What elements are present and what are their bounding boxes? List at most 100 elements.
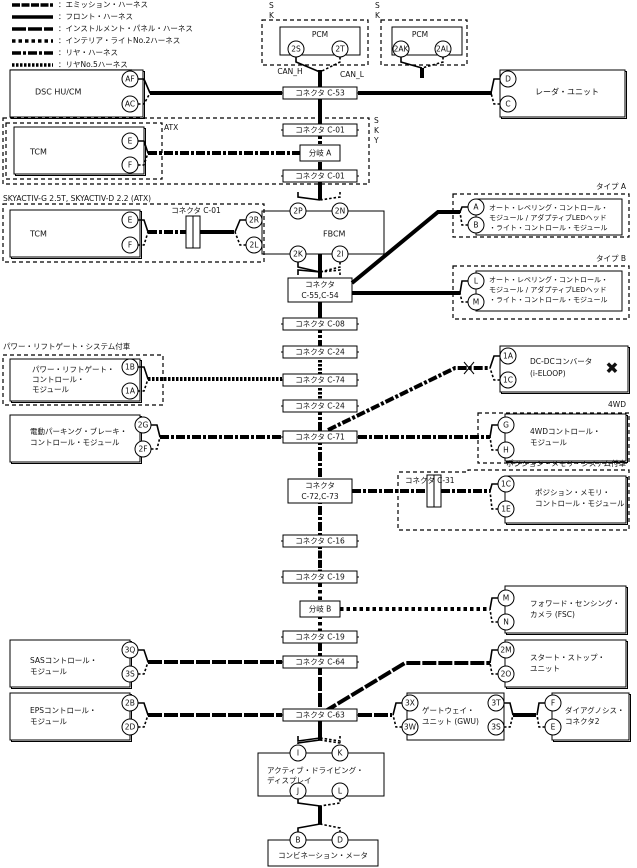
- connector-c19-upper: [282, 570, 358, 584]
- pin-meter-d: [331, 831, 349, 849]
- module-name-fbcm: FBCM: [323, 230, 346, 239]
- pin-label: M: [473, 298, 479, 307]
- module-power-liftgate: [9, 358, 141, 402]
- inline-connector-c01: [185, 215, 194, 249]
- connector-c19-lower: [282, 630, 358, 644]
- pin-label: 1A: [503, 352, 514, 361]
- pin-label: 2G: [138, 421, 149, 430]
- module-radar-unit: [499, 69, 626, 118]
- connector-c24-upper: [282, 345, 358, 359]
- connector-c63-label: コネクタ C-63: [295, 711, 345, 720]
- group-label-atx2: SKYACTIV-G 2.5T, SKYACTIV-D 2.2 (ATX): [3, 194, 151, 203]
- legend-label-interior: ：インテリア・ライトNo.2ハーネス: [58, 36, 180, 45]
- can-l-line: [319, 736, 341, 742]
- pin-label: I: [297, 749, 299, 758]
- module-name-ssu: スタート・ストップ・: [530, 653, 605, 662]
- connector-c72-c73: [287, 478, 353, 504]
- can-h-line: [297, 192, 321, 201]
- pin-label: D: [337, 836, 343, 845]
- pin-label: F: [128, 161, 132, 170]
- module-dsc-hu-cm: [9, 69, 144, 118]
- can-l-line: [138, 378, 149, 392]
- connector-c24-lower: [282, 399, 358, 413]
- connector-c64-label: コネクタ C-64: [295, 658, 345, 667]
- can-l-line: [459, 292, 468, 303]
- group-label-atx: ATX: [164, 123, 178, 132]
- connector-c55-c54: [287, 277, 353, 303]
- module-name-eps: EPSコントロール・: [30, 706, 97, 715]
- group-label-mtx: Y: [373, 136, 379, 145]
- module-name-meter: コンビネーション・メータ: [278, 851, 368, 860]
- module-forward-sensing-camera: [504, 585, 627, 634]
- pin-label: 2F: [138, 445, 147, 454]
- group-type-a: [452, 193, 630, 238]
- branch-a: [299, 144, 341, 162]
- module-name-fsc: カメラ (FSC): [530, 610, 575, 619]
- can-l-line: [319, 57, 341, 73]
- group-label-type-a: タイプ A: [596, 182, 627, 191]
- can-l-line: [138, 92, 151, 105]
- connector-c53: [282, 86, 358, 100]
- can-l-line: [151, 436, 161, 450]
- can-h-line: [295, 57, 321, 73]
- pin-label: E: [551, 723, 556, 732]
- module-name-alcB: モジュール / アダプティブLEDヘッド: [489, 285, 607, 294]
- can-l-line: [138, 231, 149, 246]
- group-label-pcm2: S: [375, 1, 380, 10]
- group-label-pcm1: S: [269, 1, 274, 10]
- legend-label-emission: ：エミッション・ハーネス: [58, 0, 148, 9]
- pin-label: 3T: [491, 699, 501, 708]
- can-l-line: [489, 608, 498, 623]
- inline-connector-c31-label: コネクタ C-31: [405, 476, 455, 485]
- can-h-line: [138, 702, 149, 716]
- pin-label: E: [128, 137, 133, 146]
- group-label-posmem: ポジション・メモリ・システム付車: [506, 458, 626, 468]
- can-h-line: [138, 78, 151, 94]
- connector-c01-upper-label: コネクタ C-01: [295, 126, 345, 135]
- legend-label-front: ：フロント・ハーネス: [58, 12, 133, 21]
- group-type-b: [452, 265, 630, 320]
- pin-meter-b: [289, 831, 307, 849]
- can-h-line: [138, 366, 149, 380]
- can-h-line: [400, 57, 423, 69]
- pin-label: 2L: [250, 241, 260, 250]
- module-name-pcm1: PCM: [312, 30, 328, 39]
- pin-add-k: [331, 744, 349, 762]
- module-active-driving-display: [257, 752, 385, 797]
- pin-label: G: [503, 421, 509, 430]
- can-h-line: [489, 483, 498, 492]
- module-name-dcdc: DC-DCコンバータ: [530, 357, 592, 366]
- group-label-pcm2: K: [375, 11, 381, 20]
- pin-label: F: [128, 241, 132, 250]
- module-name-fsc: フォワード・センシング・: [530, 598, 620, 608]
- can-h-line: [489, 597, 498, 610]
- can-h-line: [297, 262, 321, 273]
- connector-c24-lower-label: コネクタ C-24: [295, 402, 345, 411]
- connector-c08: [282, 317, 358, 331]
- can-l-line: [319, 823, 341, 832]
- module-name-pcm2: PCM: [412, 30, 428, 39]
- can-l-line: [234, 231, 246, 246]
- module-name-plg: コントロール・: [32, 375, 85, 384]
- pin-label: A: [473, 203, 479, 212]
- pin-label: K: [338, 749, 344, 758]
- pin-label: 2D: [125, 723, 136, 732]
- pin-label: 2N: [335, 207, 345, 216]
- can-h-line: [297, 799, 321, 807]
- group-label-pcm1: K: [269, 11, 275, 20]
- can-l-line: [421, 57, 444, 69]
- pin-label: 2T: [335, 45, 345, 54]
- module-name-posmem: ポジション・メモリ・: [535, 488, 610, 497]
- can-h-line: [490, 78, 500, 94]
- branch-b-label: 分岐 B: [309, 604, 332, 614]
- pin-label: 1E: [501, 505, 511, 514]
- connector-c01-lower: [282, 169, 358, 183]
- can-l-line: [489, 367, 500, 381]
- connector-c16-label: コネクタ C-16: [295, 537, 345, 546]
- legend-label-instrument: ：インストルメント・パネル・ハーネス: [58, 24, 193, 33]
- module-fbcm: [261, 210, 385, 255]
- module-start-stop-unit: [504, 639, 627, 688]
- connector-c19-upper-label: コネクタ C-19: [295, 573, 345, 582]
- module-name-dlc: コネクタ2: [565, 717, 600, 726]
- can-l-line: [504, 714, 514, 728]
